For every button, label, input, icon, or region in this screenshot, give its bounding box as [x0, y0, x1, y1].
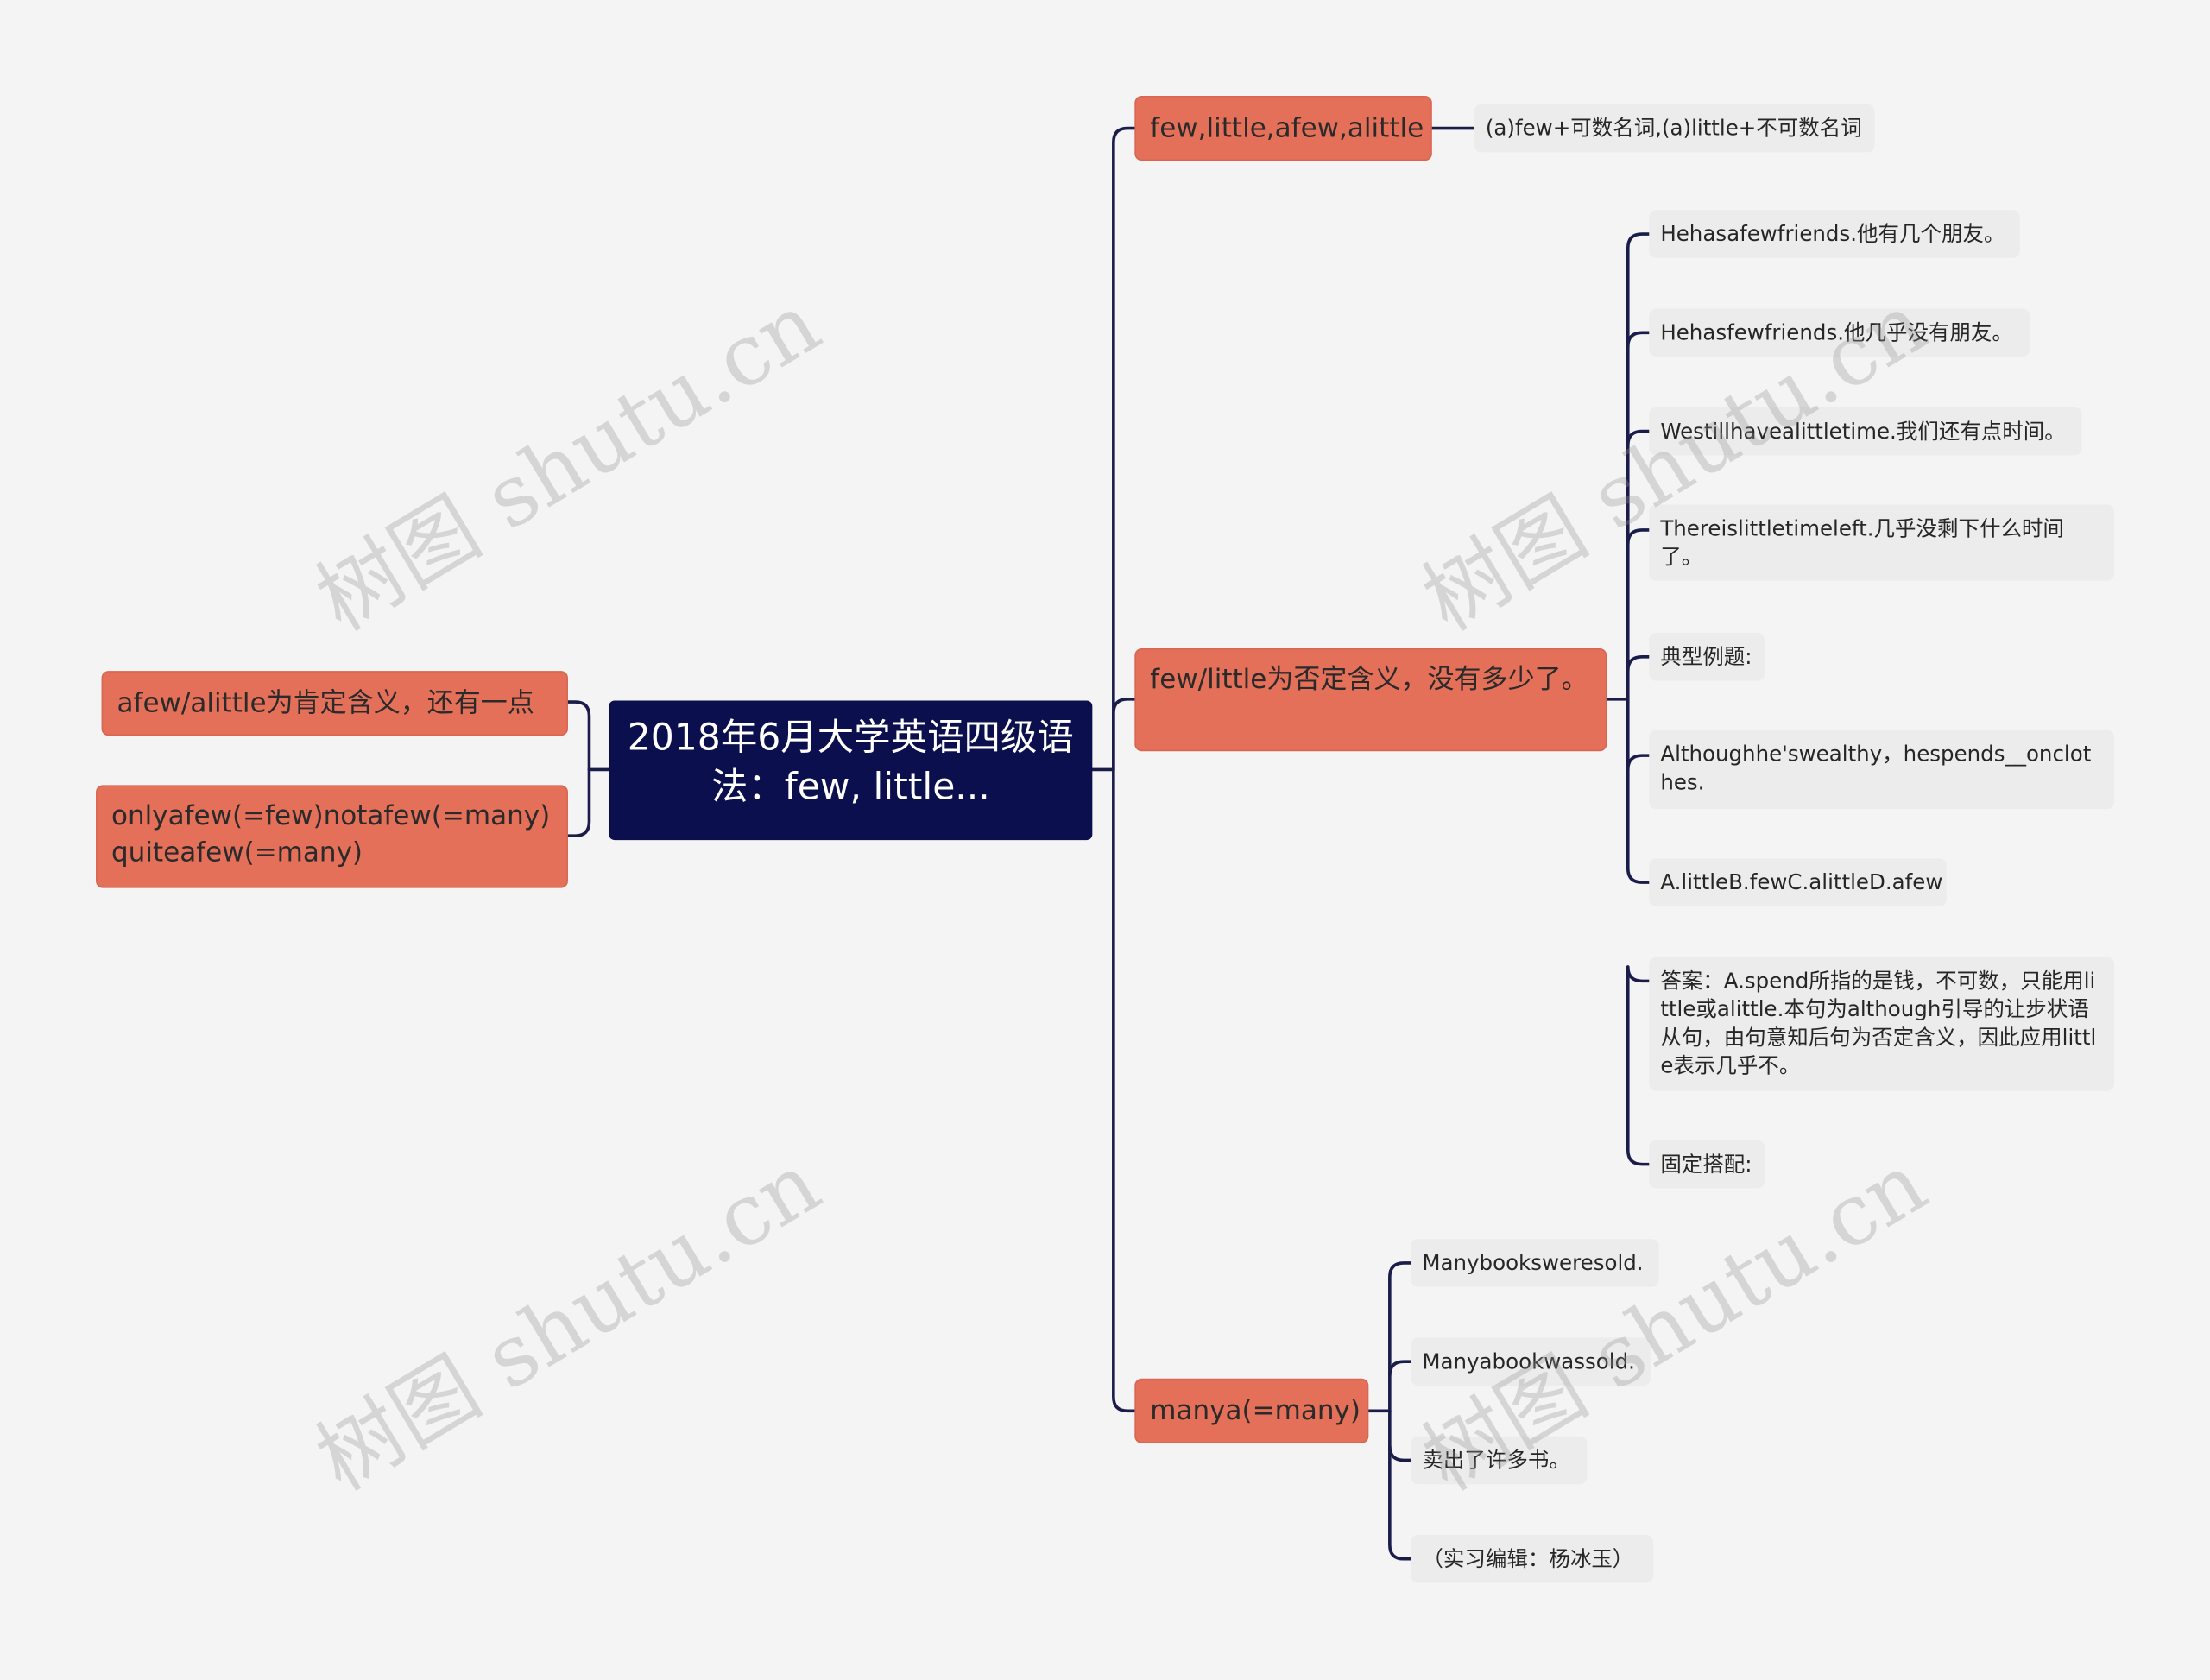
link-b2-c1 — [1626, 232, 1651, 701]
link-right-2 — [1112, 698, 1137, 772]
link-b2-c5 — [1626, 655, 1651, 673]
left-branch-positive-label: afew/alittle为肯定含义，还有一点 — [117, 687, 534, 719]
link-b3-c2 — [1388, 1360, 1413, 1378]
left-branch-positive[interactable]: afew/alittle为肯定含义，还有一点 — [101, 671, 568, 736]
leaf-countable-rule[interactable]: (a)few+可数名词,(a)little+不可数名词 — [1474, 104, 1875, 153]
branch-few-little[interactable]: few,little,afew,alittle — [1134, 96, 1432, 161]
leaf-many-example-1[interactable]: Manybooksweresold. — [1411, 1239, 1659, 1287]
link-b3-c1 — [1388, 1261, 1413, 1413]
link-right-3 — [1112, 767, 1137, 1413]
link-b2-c6 — [1626, 754, 1651, 772]
left-branch-quantity[interactable]: onlyafew(=few)notafew(=many)quiteafew(=m… — [96, 785, 568, 888]
leaf-many-translation[interactable]: 卖出了许多书。 — [1411, 1436, 1588, 1485]
branch-negative-meaning[interactable]: few/little为否定含义，没有多少了。 — [1134, 648, 1607, 752]
link-left-2 — [566, 767, 591, 837]
branch-negative-meaning-label: few/little为否定含义，没有多少了。 — [1150, 664, 1588, 695]
branch-many-a-label: manya(=many) — [1150, 1395, 1361, 1427]
link-b2-c9 — [1626, 965, 1651, 1166]
leaf-example-2[interactable]: Hehasfewfriends.他几乎没有朋友。 — [1649, 308, 2030, 357]
root-title: 2018年6月大学英语四级语法：few, little... — [627, 717, 1074, 810]
link-b2-c7 — [1626, 698, 1651, 884]
link-b3-c3 — [1388, 1409, 1413, 1462]
leaf-example-4[interactable]: Thereislittletimeleft.几乎没剩下什么时间了。 — [1649, 504, 2115, 581]
branch-many-a[interactable]: manya(=many) — [1134, 1378, 1369, 1443]
branch-few-little-label: few,little,afew,alittle — [1150, 112, 1424, 144]
link-left-1 — [566, 700, 591, 772]
leaf-answer[interactable]: 答案：A.spend所指的是钱，不可数，只能用little或alittle.本句… — [1649, 957, 2115, 1091]
leaf-example-3[interactable]: Westillhavealittletime.我们还有点时间。 — [1649, 407, 2082, 456]
leaf-editor[interactable]: （实习编辑：杨冰玉） — [1411, 1535, 1654, 1583]
link-b2-c8 — [1626, 965, 1651, 983]
leaf-many-example-2[interactable]: Manyabookwassold. — [1411, 1337, 1651, 1386]
left-branch-quantity-label: onlyafew(=few)notafew(=many)quiteafew(=m… — [110, 800, 551, 868]
link-b2-c3 — [1626, 429, 1651, 447]
link-right-1 — [1112, 126, 1137, 772]
leaf-question-sentence[interactable]: Althoughhe'swealthy，hespends__onclothes. — [1649, 729, 2115, 810]
leaf-fixed-collocation[interactable]: 固定搭配: — [1649, 1140, 1765, 1189]
leaf-example-1[interactable]: Hehasafewfriends.他有几个朋友。 — [1649, 210, 2020, 258]
root-node[interactable]: 2018年6月大学英语四级语法：few, little... — [609, 700, 1093, 841]
link-b3-c4 — [1388, 1444, 1413, 1561]
link-b2-c2 — [1626, 331, 1651, 349]
leaf-typical-question[interactable]: 典型例题: — [1649, 633, 1765, 681]
leaf-options[interactable]: A.littleB.fewC.alittleD.afew — [1649, 858, 1947, 906]
link-b2-c4 — [1626, 528, 1651, 546]
